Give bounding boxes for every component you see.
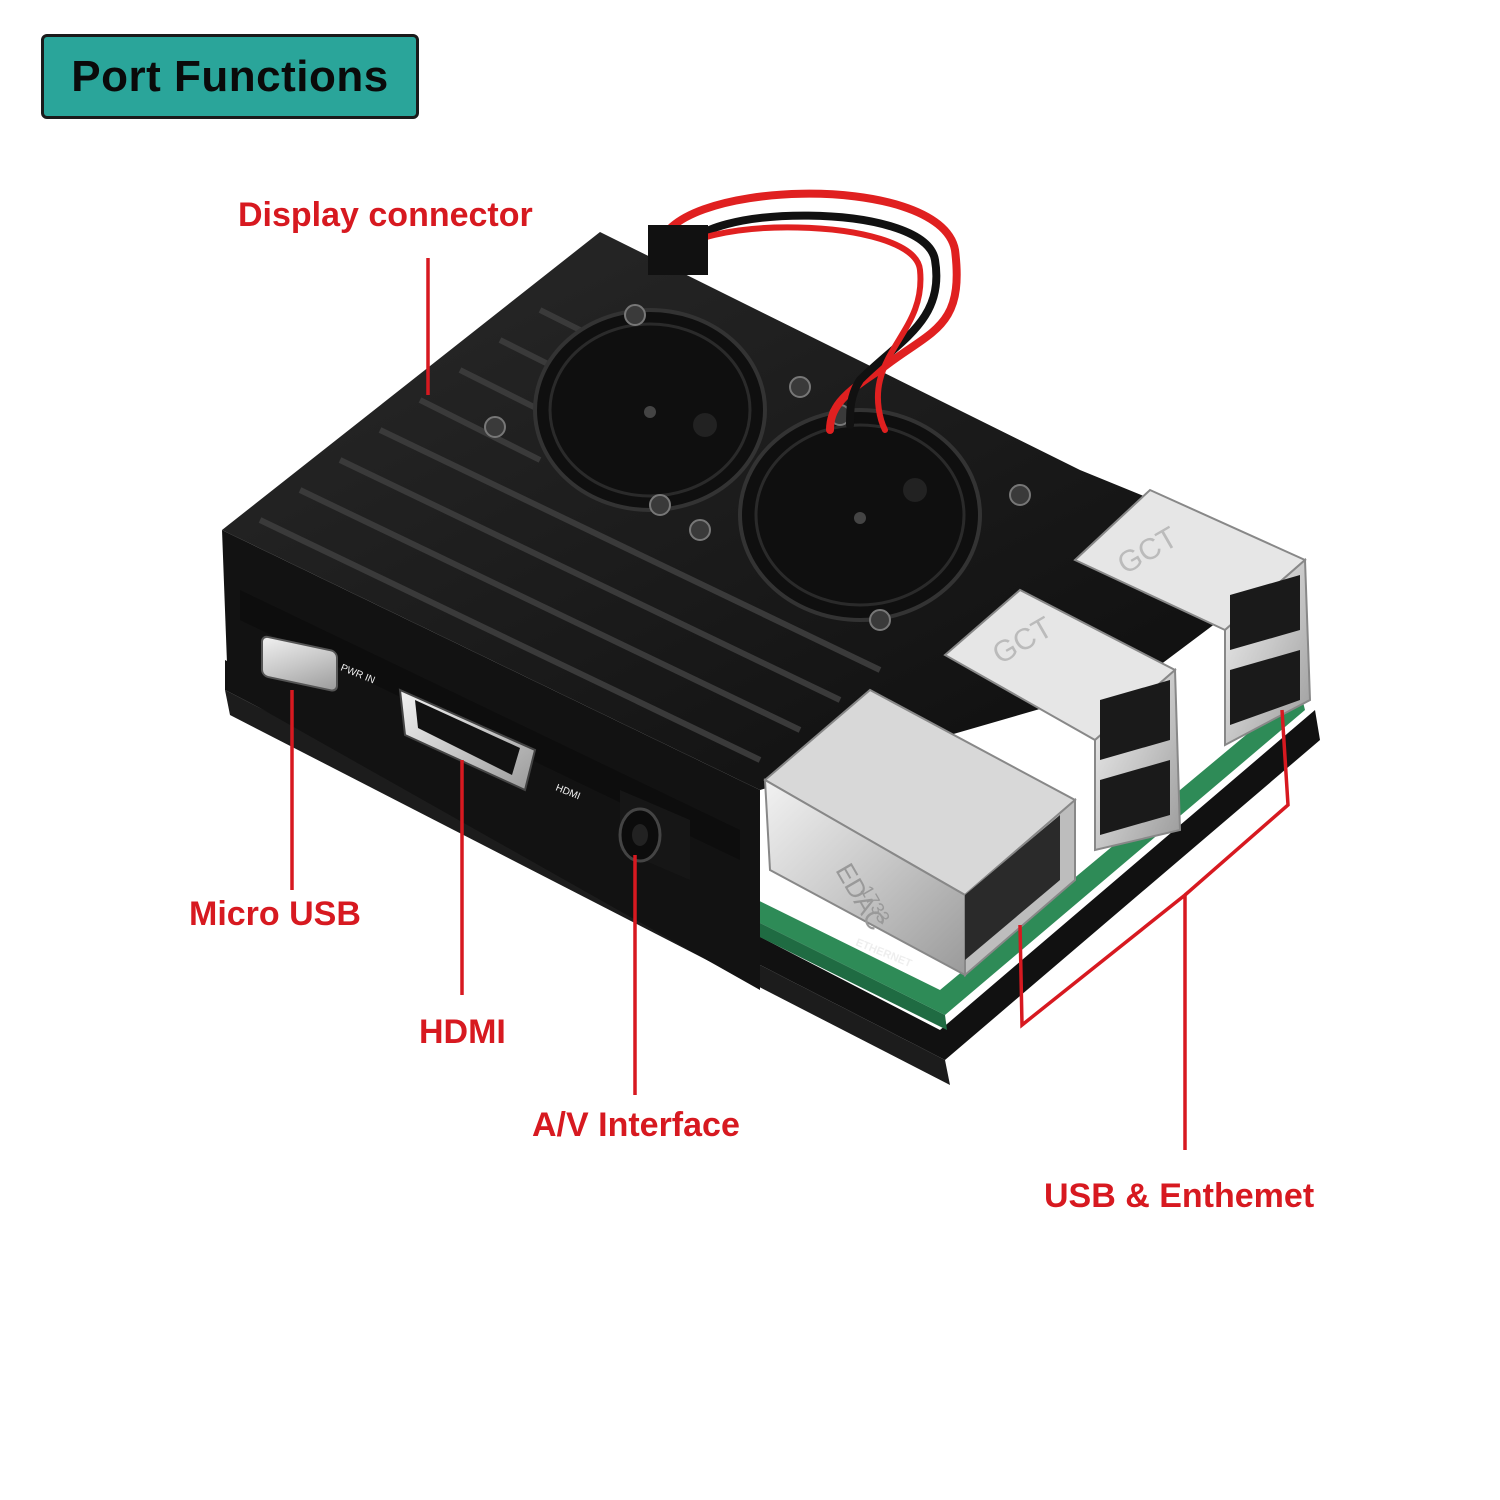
usb-ports-stack-1 [943, 588, 1182, 852]
label-av-interface: A/V Interface [532, 1106, 740, 1144]
usb-ports-stack-2 [1073, 488, 1312, 747]
cooling-fan-1 [484, 304, 811, 516]
label-hdmi: HDMI [419, 1013, 506, 1051]
label-micro-usb: Micro USB [189, 895, 361, 933]
label-usb-ethernet: USB & Enthemet [1044, 1177, 1315, 1215]
leader-usb-ethernet-a [1018, 891, 1187, 1150]
micro-usb-port [261, 635, 338, 692]
fan-wires [648, 189, 961, 434]
callout-leaders [290, 258, 1290, 1150]
leader-usb-ethernet-b [1183, 709, 1290, 897]
cooling-fan-2 [689, 404, 1031, 631]
label-display-connector: Display connector [238, 196, 533, 234]
hdmi-port [398, 688, 537, 792]
header-title: Port Functions [71, 51, 389, 101]
port-functions-header: Port Functions [41, 34, 419, 119]
av-jack [618, 790, 690, 880]
ethernet-port [763, 688, 1077, 978]
